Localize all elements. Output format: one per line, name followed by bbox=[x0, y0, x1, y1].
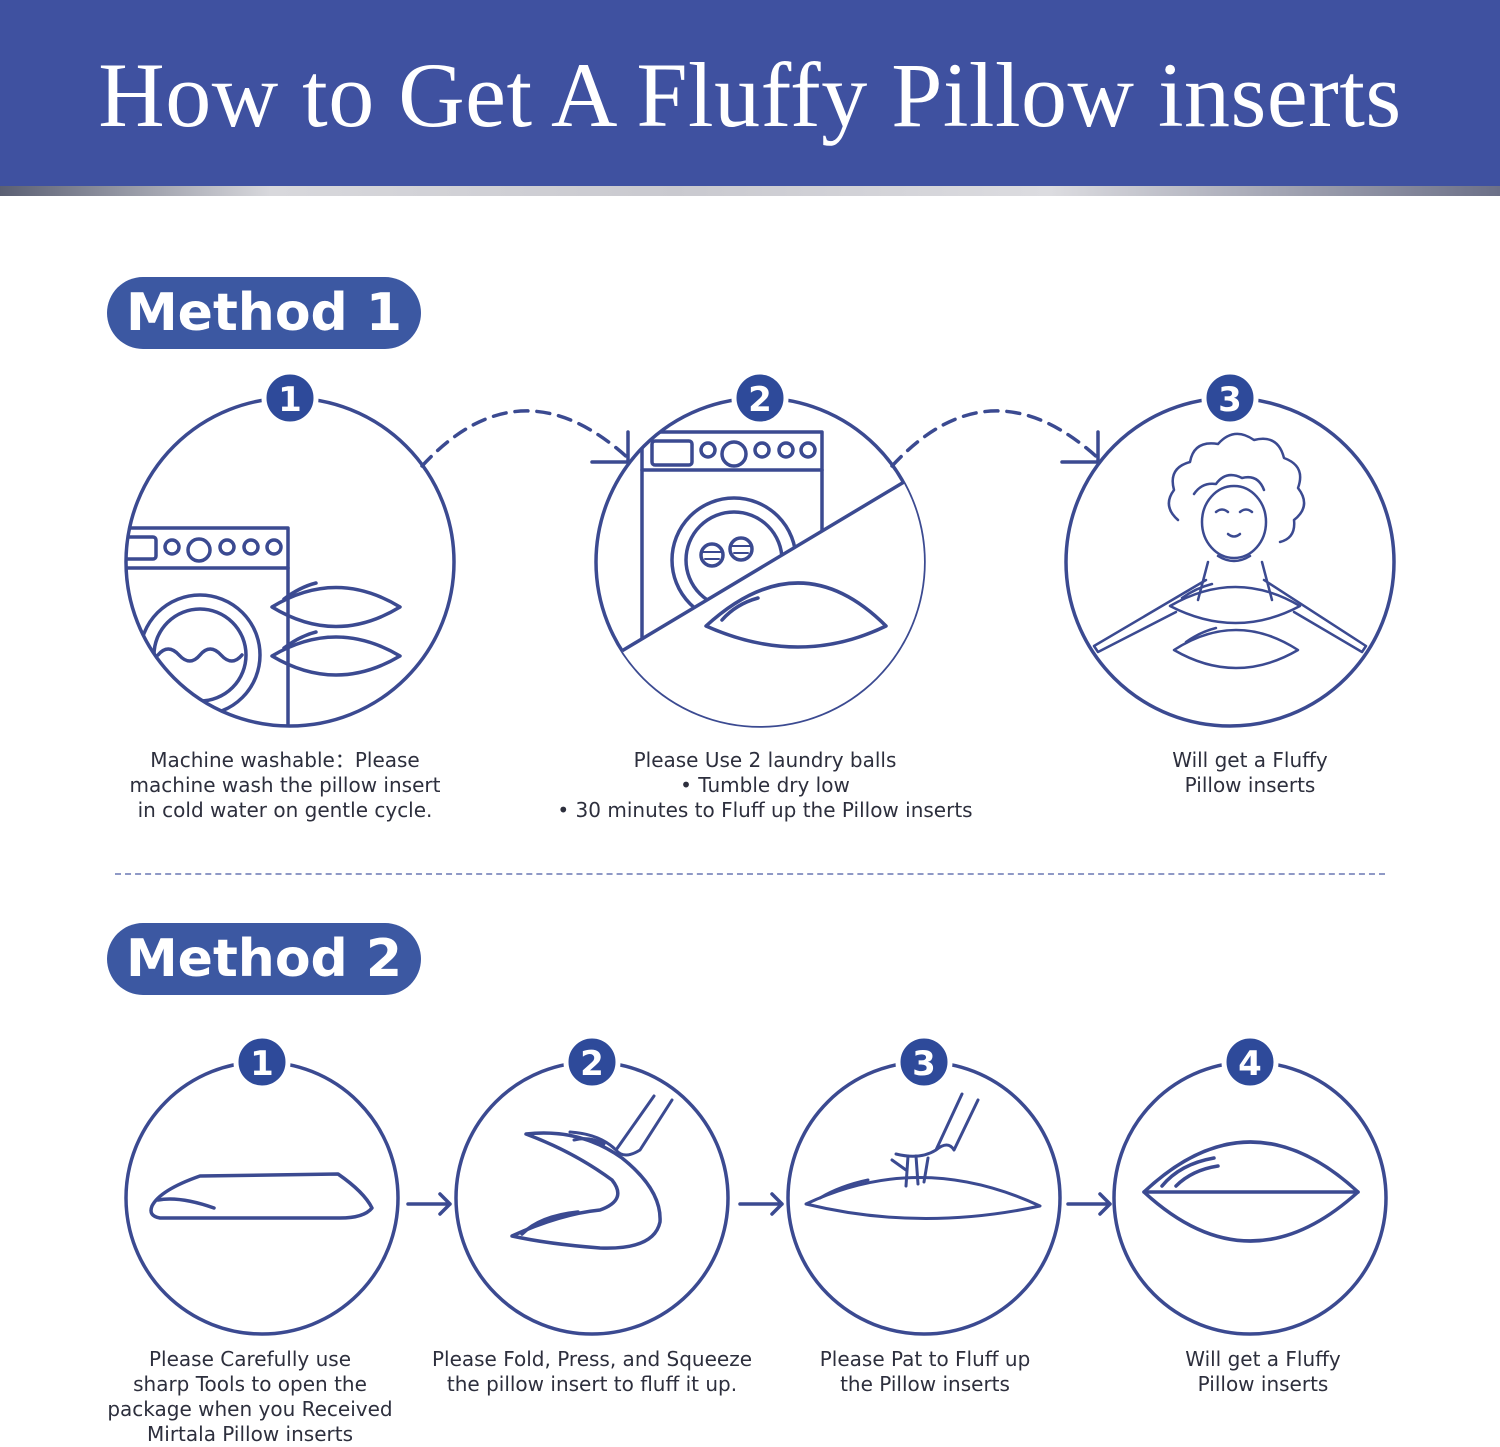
step-number: 3 bbox=[912, 1044, 936, 1084]
arrow-icon bbox=[590, 430, 630, 464]
step-number: 3 bbox=[1218, 380, 1242, 420]
step-number: 1 bbox=[278, 380, 302, 420]
laundry-balls-icon bbox=[699, 536, 754, 568]
method-1-step-3-caption: Will get a Fluffy Pillow inserts bbox=[1172, 748, 1328, 797]
method-1-badge: Method 1 bbox=[107, 277, 421, 349]
step-number: 2 bbox=[580, 1044, 604, 1084]
arrow-icon bbox=[420, 409, 630, 468]
diagonal-split bbox=[596, 480, 924, 726]
step-badge: 3 bbox=[895, 1033, 953, 1091]
step-circle bbox=[1064, 396, 1396, 728]
pillow-icon bbox=[704, 581, 888, 649]
step-badge: 4 bbox=[1221, 1033, 1279, 1091]
method-2-step-3-caption: Please Pat to Fluff up the Pillow insert… bbox=[819, 1347, 1031, 1396]
pillow-stack-icon bbox=[270, 581, 402, 677]
arrow-icon bbox=[738, 1192, 784, 1216]
header-rule bbox=[0, 186, 1500, 196]
method-2-step-4-caption: Will get a Fluffy Pillow inserts bbox=[1185, 1347, 1341, 1396]
method-1-step-1-caption: Machine washable：Please machine wash the… bbox=[129, 748, 441, 822]
folded-pillow-icon bbox=[510, 1131, 662, 1250]
method-2-badge: Method 2 bbox=[107, 923, 421, 995]
arrow-icon bbox=[406, 1192, 452, 1216]
header-banner bbox=[0, 0, 1500, 186]
washing-machine-icon bbox=[126, 526, 290, 726]
method-2-step-2-caption: Please Fold, Press, and Squeeze the pill… bbox=[431, 1347, 753, 1396]
step-badge: 2 bbox=[563, 1033, 621, 1091]
step-badge: 2 bbox=[731, 369, 789, 427]
hand-pat-icon bbox=[804, 1092, 1042, 1220]
method-1-step-2-caption: Please Use 2 laundry balls • Tumble dry … bbox=[557, 748, 973, 822]
arrow-icon bbox=[890, 409, 1100, 468]
section-divider bbox=[115, 873, 1385, 875]
arrow-icon bbox=[1060, 430, 1100, 464]
arrow-icon bbox=[1066, 1192, 1112, 1216]
flat-pillow-icon bbox=[149, 1172, 374, 1220]
step-circle bbox=[454, 1060, 730, 1336]
step-number: 4 bbox=[1238, 1044, 1262, 1084]
fluffy-pillow-icon bbox=[1142, 1140, 1360, 1243]
step-number: 2 bbox=[748, 380, 772, 420]
step-circle bbox=[1112, 1060, 1388, 1336]
girl-hugging-pillows-icon bbox=[1092, 432, 1368, 670]
step-badge: 1 bbox=[261, 369, 319, 427]
hand-icon bbox=[568, 1094, 674, 1157]
method-2-step-1-caption: Please Carefully use sharp Tools to open… bbox=[107, 1347, 393, 1446]
step-circle bbox=[124, 396, 456, 728]
page-title: How to Get A Fluffy Pillow inserts bbox=[98, 44, 1402, 146]
step-number: 1 bbox=[250, 1044, 274, 1084]
step-badge: 1 bbox=[233, 1033, 291, 1091]
step-badge: 3 bbox=[1201, 369, 1259, 427]
